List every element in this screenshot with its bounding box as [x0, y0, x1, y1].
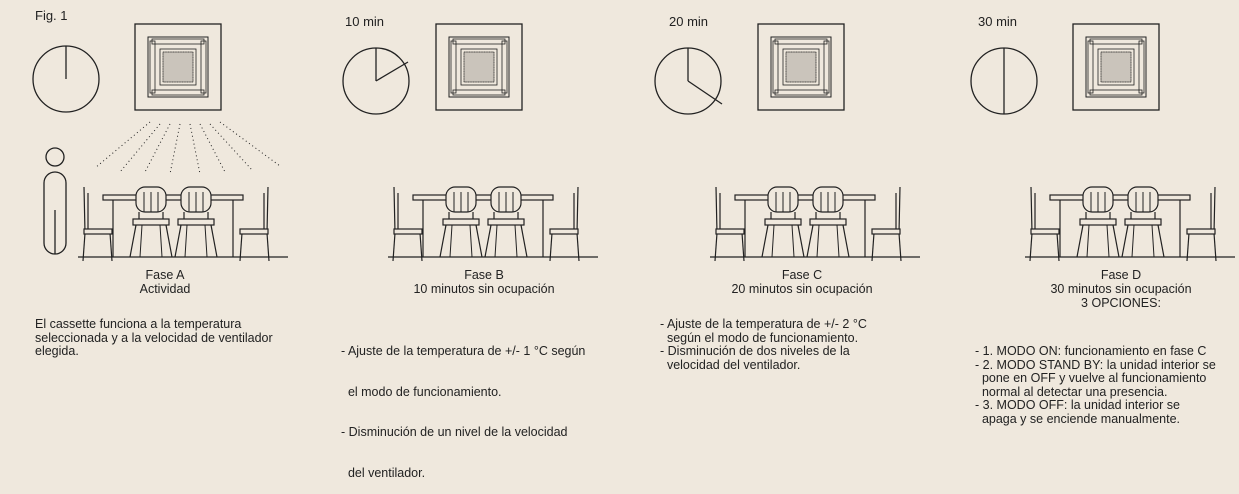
phase-title-d: Fase D [1100, 268, 1142, 282]
caption-b: Fase B 10 minutos sin ocupación [369, 268, 599, 296]
description-line: el modo de funcionamiento. [341, 384, 502, 399]
description-line: apaga y se enciende manualmente. [975, 411, 1180, 426]
table-scene-d [1025, 187, 1235, 261]
description-line: según el modo de funcionamiento. [660, 330, 859, 345]
phase-title-c: Fase C [781, 268, 823, 282]
caption-d: Fase D 30 minutos sin ocupación 3 OPCION… [1006, 268, 1236, 310]
description-line: velocidad del ventilador. [660, 357, 801, 372]
caption-a: Fase A Actividad [50, 268, 280, 296]
table-scene-c [710, 187, 920, 261]
diagram-artwork [32, 23, 1239, 427]
description-a: El cassette funciona a la temperatura se… [35, 317, 273, 359]
description-line: normal al detectar una presencia. [975, 384, 1168, 399]
phase-title-b: Fase B [464, 268, 504, 282]
clock-icon-c [654, 47, 723, 115]
figure-label: Fig. 1 [35, 8, 68, 23]
description-line: del ventilador. [341, 465, 426, 480]
phase-options-d: 3 OPCIONES: [1081, 296, 1161, 310]
phase-subtitle-a: Actividad [139, 282, 191, 296]
clock-icon-a [32, 45, 100, 113]
description-c: - Ajuste de la temperatura de +/- 2 °C s… [660, 317, 867, 372]
caption-c: Fase C 20 minutos sin ocupación [687, 268, 917, 296]
description-line: seleccionada y a la velocidad de ventila… [35, 330, 273, 345]
cassette-unit-a [134, 23, 222, 111]
description-line: pone en OFF y vuelve al funcionamiento [975, 371, 1207, 385]
description-d: - 1. MODO ON: funcionamiento en fase C -… [975, 345, 1239, 426]
description-line: - 1. MODO ON: funcionamiento en fase C [975, 345, 1207, 358]
phase-title-a: Fase A [145, 268, 185, 282]
time-label-b: 10 min [345, 14, 385, 29]
table-scene-a [78, 187, 288, 261]
time-label-d: 30 min [978, 14, 1018, 29]
description-line: El cassette funciona a la temperatura [35, 317, 242, 331]
cassette-unit-b [435, 23, 523, 111]
time-label-c: 20 min [669, 14, 709, 29]
description-line: - Ajuste de la temperatura de +/- 2 °C [660, 317, 867, 331]
description-line: - Disminución de un nivel de la velocida… [341, 425, 568, 439]
description-line: elegida. [35, 344, 79, 358]
clock-icon-b [342, 47, 410, 115]
table-scene-b [388, 187, 598, 261]
clock-icon-d [970, 47, 1038, 115]
phase-subtitle-d: 30 minutos sin ocupación [1050, 282, 1192, 296]
phase-subtitle-b: 10 minutos sin ocupación [413, 282, 555, 296]
cassette-unit-d [1072, 23, 1160, 111]
airflow-dots [94, 121, 281, 175]
person-icon [43, 147, 67, 255]
phase-subtitle-c: 20 minutos sin ocupación [731, 282, 873, 296]
description-line: - 2. MODO STAND BY: la unidad interior s… [975, 357, 1216, 372]
description-b: - Ajuste de la temperatura de +/- 1 °C s… [341, 318, 585, 494]
description-line: - Ajuste de la temperatura de +/- 1 °C s… [341, 344, 586, 358]
cassette-unit-c [757, 23, 845, 111]
description-line: - 3. MODO OFF: la unidad interior se [975, 398, 1180, 412]
description-line: - Disminución de dos niveles de la [660, 344, 850, 358]
